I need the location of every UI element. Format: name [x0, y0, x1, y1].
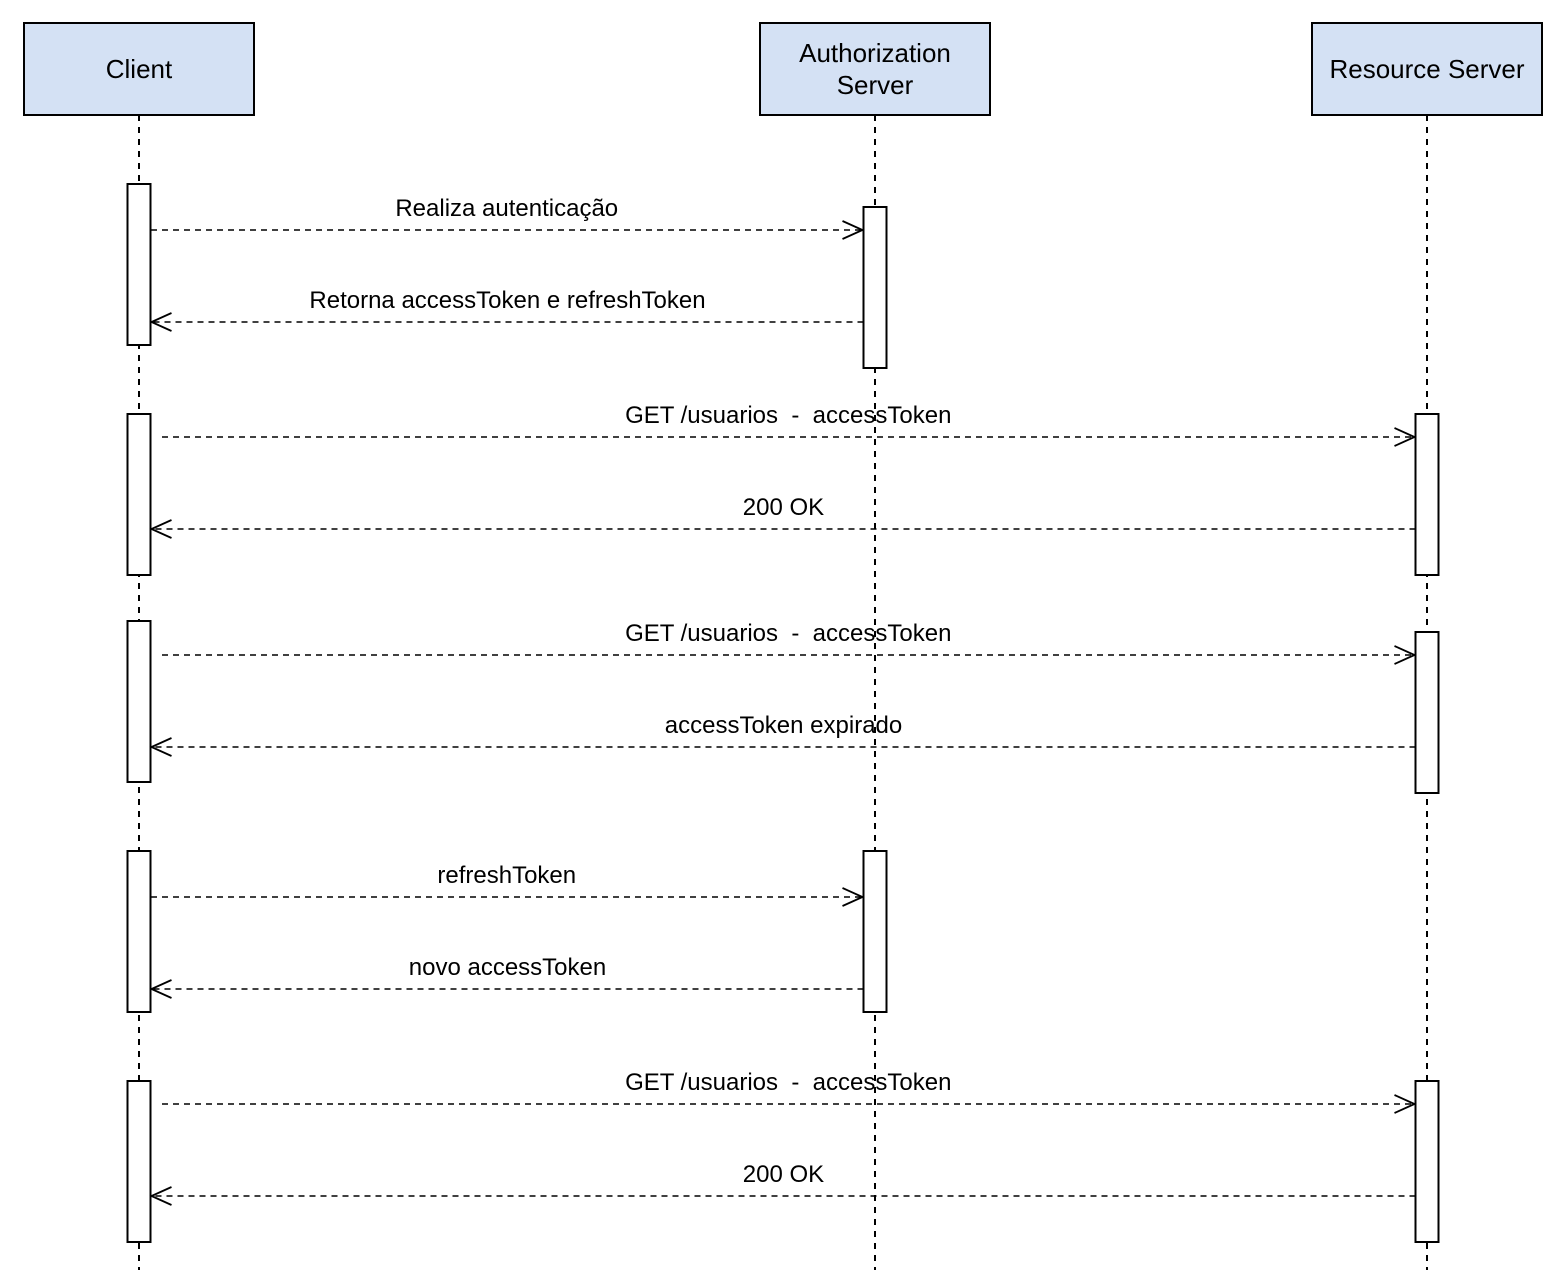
message-1: Realiza autenticação [151, 195, 865, 240]
participant-box [759, 22, 991, 116]
message-10: 200 OK [149, 1161, 1416, 1206]
open-arrowhead [149, 312, 172, 332]
message-label: GET /usuarios - accessToken [625, 402, 951, 429]
participant-label: Resource Server [1329, 54, 1524, 84]
message-label: accessToken expirado [665, 712, 902, 739]
message-label: novo accessToken [409, 954, 606, 981]
activation-bar-resource [1414, 631, 1440, 794]
participant-client: Client [23, 22, 255, 116]
open-arrowhead [842, 220, 865, 240]
activation-bar-client [126, 413, 152, 576]
message-9: GET /usuarios - accessToken [162, 1069, 1417, 1114]
message-4: 200 OK [149, 494, 1416, 539]
participant-label: Authorization [799, 38, 951, 68]
participant-box [23, 22, 255, 116]
message-2: Retorna accessToken e refreshToken [149, 287, 864, 332]
open-arrowhead [149, 979, 172, 999]
participant-label: Server [837, 70, 914, 100]
participant-label: Client [106, 54, 173, 84]
activation-bars [126, 183, 1440, 1243]
activation-bar-resource [1414, 413, 1440, 576]
message-label: Realiza autenticação [395, 195, 618, 222]
open-arrowhead [149, 737, 172, 757]
message-label: refreshToken [437, 862, 576, 889]
message-5: GET /usuarios - accessToken [162, 620, 1417, 665]
open-arrowhead [1394, 427, 1417, 447]
activation-bar-client [126, 183, 152, 346]
open-arrowhead [149, 519, 172, 539]
activation-bar-client [126, 850, 152, 1013]
open-arrowhead [1394, 1094, 1417, 1114]
activation-bar-auth [862, 206, 888, 369]
message-label: Retorna accessToken e refreshToken [309, 287, 705, 314]
message-label: 200 OK [743, 494, 824, 521]
message-8: novo accessToken [149, 954, 864, 999]
participant-box [1311, 22, 1543, 116]
message-6: accessToken expirado [149, 712, 1416, 757]
message-label: GET /usuarios - accessToken [625, 620, 951, 647]
message-7: refreshToken [151, 862, 865, 907]
activation-bar-client [126, 620, 152, 783]
open-arrowhead [1394, 645, 1417, 665]
open-arrowhead [842, 887, 865, 907]
activation-bar-client [126, 1080, 152, 1243]
participant-resource: Resource Server [1311, 22, 1543, 116]
message-label: GET /usuarios - accessToken [625, 1069, 951, 1096]
activation-bar-resource [1414, 1080, 1440, 1243]
message-label: 200 OK [743, 1161, 824, 1188]
message-3: GET /usuarios - accessToken [162, 402, 1417, 447]
activation-bar-auth [862, 850, 888, 1013]
open-arrowhead [149, 1186, 172, 1206]
